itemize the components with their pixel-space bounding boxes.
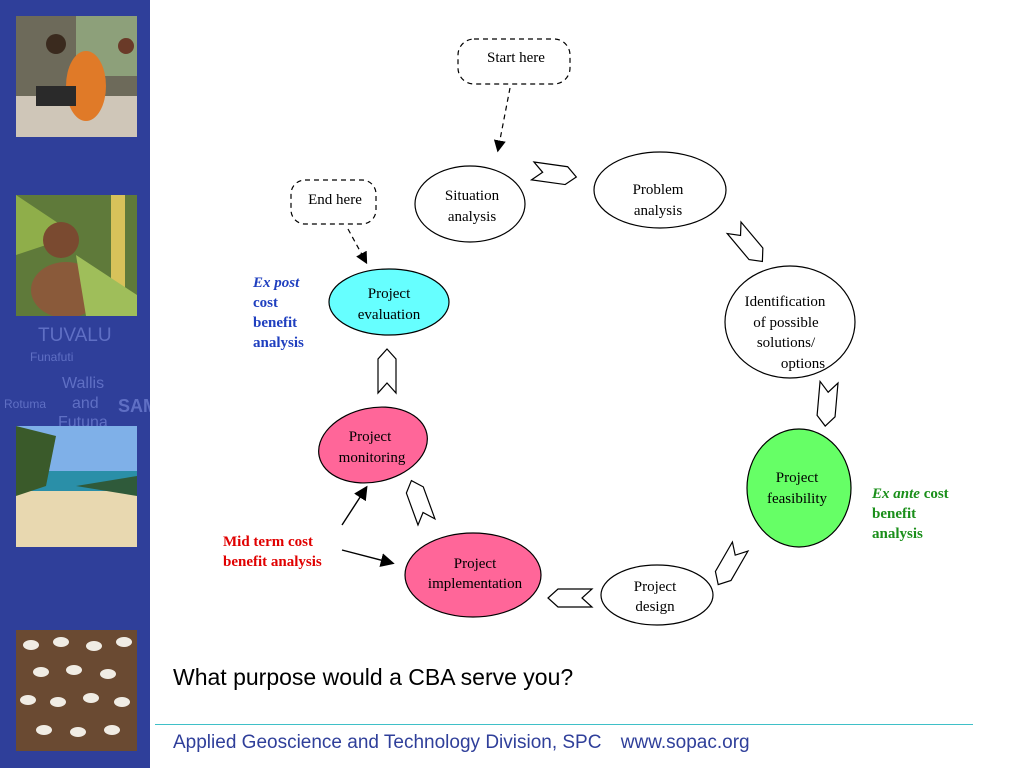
implementation-label-1: Project [454, 556, 497, 572]
question-text: What purpose would a CBA serve you? [173, 664, 574, 690]
map-label-wallis: Wallis [62, 375, 105, 392]
evaluation-label-1: Project [368, 286, 411, 302]
evaluation-label-2: evaluation [358, 307, 421, 323]
mid-term-arrow-monitoring [341, 485, 368, 526]
implementation-label-2: implementation [428, 576, 523, 592]
feasibility-label-1: Project [776, 470, 819, 486]
monitoring-label-2: monitoring [339, 450, 406, 466]
project-design-node: Project design [600, 564, 714, 626]
ex-post-line-3: analysis [253, 335, 304, 351]
man-with-palm-photo [16, 195, 137, 316]
problem-analysis-node: Problem analysis [593, 151, 727, 229]
sidebar: TUVALU Funafuti Wallis and Futuna Rotuma… [0, 0, 150, 768]
start-here-node: Start here [457, 38, 571, 85]
mid-term-line-2: benefit analysis [223, 554, 322, 570]
beach-photo [16, 426, 137, 547]
ex-ante-italic: Ex ante [872, 486, 920, 502]
problem-label-2: analysis [634, 203, 682, 219]
project-feasibility-node: Project feasibility [746, 428, 852, 548]
map-label-samoa: SAM [118, 396, 150, 416]
project-monitoring-node: Project monitoring [318, 406, 428, 484]
chevron-arrow-problem-identification [725, 220, 764, 263]
design-label-2: design [635, 599, 675, 615]
footer-divider [155, 724, 973, 725]
footer-division: Applied Geoscience and Technology Divisi… [173, 732, 602, 753]
ex-ante-line-2: benefit [872, 506, 917, 522]
problem-label-1: Problem [633, 182, 684, 198]
ex-post-italic: Ex post [253, 275, 300, 291]
start-here-label: Start here [487, 50, 545, 66]
project-implementation-node: Project implementation [404, 532, 542, 618]
drying-copra-photo [16, 630, 137, 751]
end-arrow [347, 228, 368, 265]
ex-ante-annotation: Ex ante cost benefit analysis [872, 484, 949, 544]
design-label-1: Project [634, 579, 677, 595]
map-label-funafuti: Funafuti [30, 350, 74, 364]
chevron-arrow-situation-problem [529, 161, 578, 186]
footer-url[interactable]: www.sopac.org [620, 732, 750, 753]
project-evaluation-node: Project evaluation [328, 268, 450, 336]
mid-term-annotation: Mid term cost benefit analysis [223, 532, 322, 572]
situation-label-1: Situation [445, 188, 500, 204]
ex-post-line-1: cost [253, 295, 278, 311]
map-label-and: and [72, 395, 99, 412]
start-arrow [493, 87, 511, 153]
ex-ante-line-3: analysis [872, 526, 923, 542]
mid-term-arrow-implementation [341, 549, 395, 567]
monitoring-label-1: Project [349, 429, 392, 445]
chevron-arrow-monitoring-evaluation [377, 348, 397, 395]
identification-node: Identification of possible solutions/ op… [724, 265, 856, 379]
identification-label-4: options [781, 356, 825, 372]
chevron-arrow-design-implementation [547, 588, 594, 608]
situation-label-2: analysis [448, 209, 496, 225]
identification-label-3: solutions/ [757, 335, 816, 351]
woman-working-photo [16, 16, 137, 137]
footer: Applied Geoscience and Technology Divisi… [173, 732, 764, 754]
ex-ante-line-1: cost [919, 486, 949, 502]
ex-post-line-2: benefit [253, 315, 298, 331]
identification-label-2: of possible [753, 315, 819, 331]
chevron-arrow-identification-feasibility [816, 379, 839, 427]
chevron-arrow-feasibility-design [714, 540, 750, 586]
situation-analysis-node: Situation analysis [414, 165, 526, 243]
end-here-node: End here [290, 179, 377, 225]
map-label-tuvalu: TUVALU [38, 325, 112, 346]
feasibility-label-2: feasibility [767, 491, 827, 507]
end-here-label: End here [308, 192, 362, 208]
ex-post-annotation: Ex post cost benefit analysis [253, 273, 304, 353]
map-label-rotuma: Rotuma [4, 397, 47, 411]
chevron-arrow-implementation-monitoring [405, 479, 437, 527]
mid-term-line-1: Mid term cost [223, 534, 313, 550]
identification-label-1: Identification [745, 294, 826, 310]
